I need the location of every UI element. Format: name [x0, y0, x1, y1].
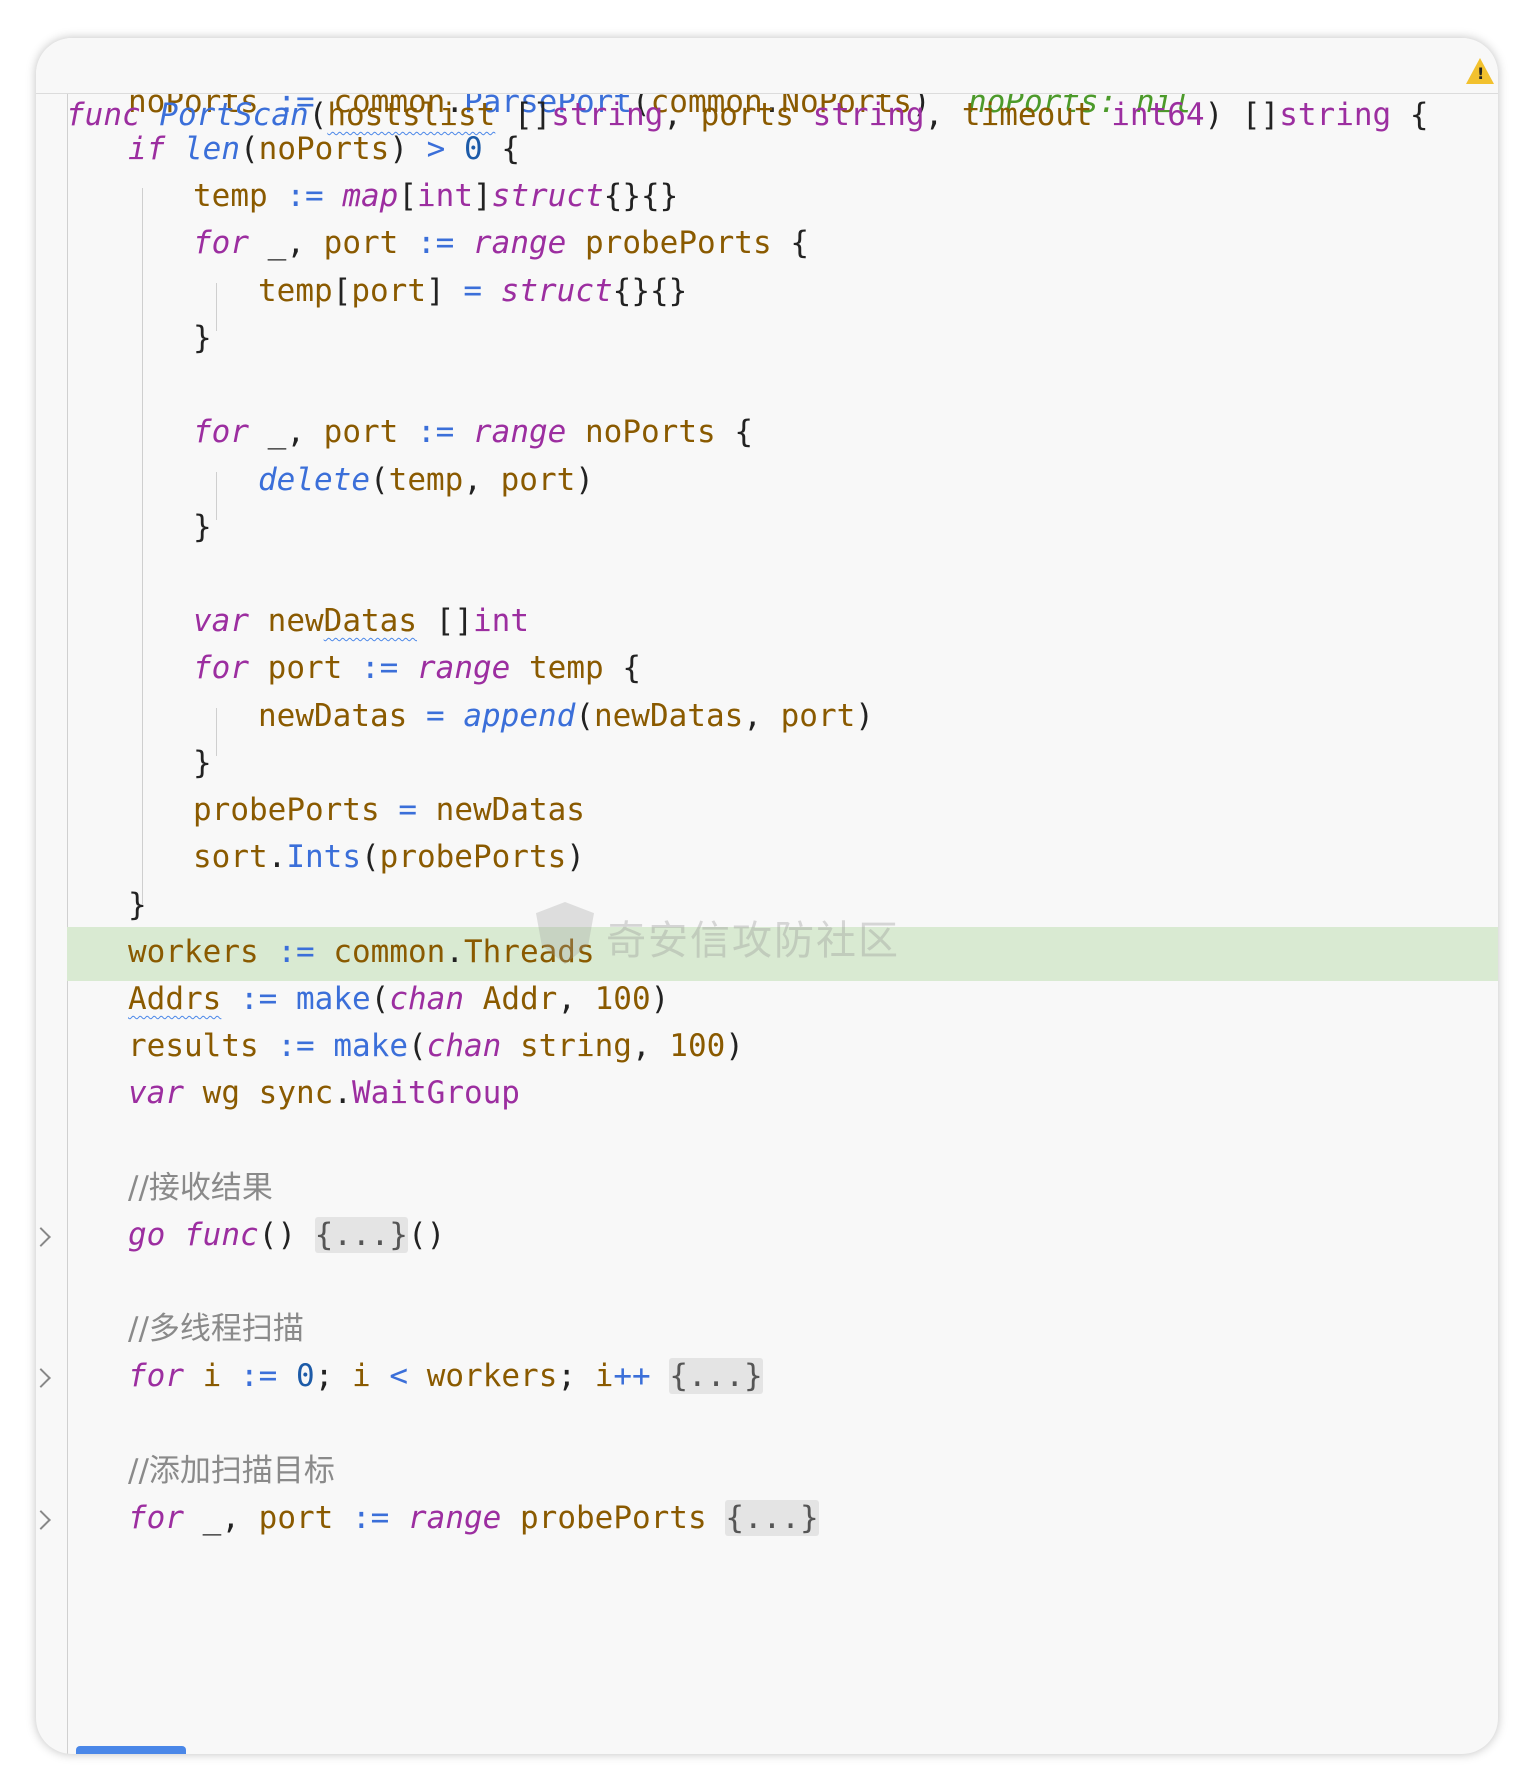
- code-line[interactable]: }: [193, 320, 212, 356]
- comment-line[interactable]: //接收结果: [128, 1170, 273, 1206]
- warning-icon[interactable]: [1466, 58, 1494, 84]
- code-line[interactable]: }: [128, 887, 147, 923]
- code-line[interactable]: results := make(chan string, 100): [128, 1028, 744, 1064]
- indent-guide: [216, 708, 217, 756]
- comment-line[interactable]: //多线程扫描: [128, 1311, 304, 1347]
- code-line[interactable]: probePorts = newDatas: [193, 792, 585, 828]
- code-line[interactable]: for port := range temp {: [193, 650, 641, 686]
- code-line[interactable]: temp[port] = struct{}{}: [258, 273, 688, 309]
- current-line-highlight: [67, 927, 1498, 981]
- code-line[interactable]: delete(temp, port): [258, 462, 594, 498]
- code-line[interactable]: newDatas = append(newDatas, port): [258, 698, 874, 734]
- code-line[interactable]: for _, port := range noPorts {: [193, 414, 753, 450]
- comment-line[interactable]: //添加扫描目标: [128, 1453, 335, 1489]
- scroll-indicator[interactable]: [76, 1746, 186, 1754]
- code-line[interactable]: for _, port := range probePorts {: [193, 225, 809, 261]
- sticky-function-header[interactable]: func PortScan(hostslist []string, ports …: [36, 38, 1498, 133]
- indent-guide: [142, 188, 143, 904]
- watermark: 奇安信攻防社区: [536, 902, 900, 966]
- code-line[interactable]: temp := map[int]struct{}{}: [193, 178, 679, 214]
- code-line[interactable]: sort.Ints(probePorts): [193, 839, 585, 875]
- code-line[interactable]: for _, port := range probePorts {...}: [128, 1500, 819, 1536]
- gutter: [67, 93, 68, 1754]
- code-line[interactable]: Addrs := make(chan Addr, 100): [128, 981, 670, 1017]
- code-line[interactable]: workers := common.Threads: [128, 934, 595, 970]
- folded-block[interactable]: {...}: [314, 1217, 408, 1253]
- header-code: func PortScan(hostslist []string, ports …: [66, 97, 1429, 133]
- code-line[interactable]: if len(noPorts) > 0 {: [128, 131, 521, 167]
- code-editor[interactable]: func PortScan(hostslist []string, ports …: [36, 38, 1498, 1754]
- code-line[interactable]: var newDatas []int: [193, 603, 529, 639]
- code-line[interactable]: go func() {...}(): [128, 1217, 446, 1253]
- code-line[interactable]: var wg sync.WaitGroup: [128, 1075, 520, 1111]
- code-line[interactable]: for i := 0; i < workers; i++ {...}: [128, 1358, 763, 1394]
- folded-block[interactable]: {...}: [725, 1500, 819, 1536]
- indent-guide: [216, 283, 217, 331]
- indent-guide: [216, 472, 217, 520]
- code-line[interactable]: }: [193, 745, 212, 781]
- folded-block[interactable]: {...}: [669, 1358, 763, 1394]
- code-line[interactable]: }: [193, 509, 212, 545]
